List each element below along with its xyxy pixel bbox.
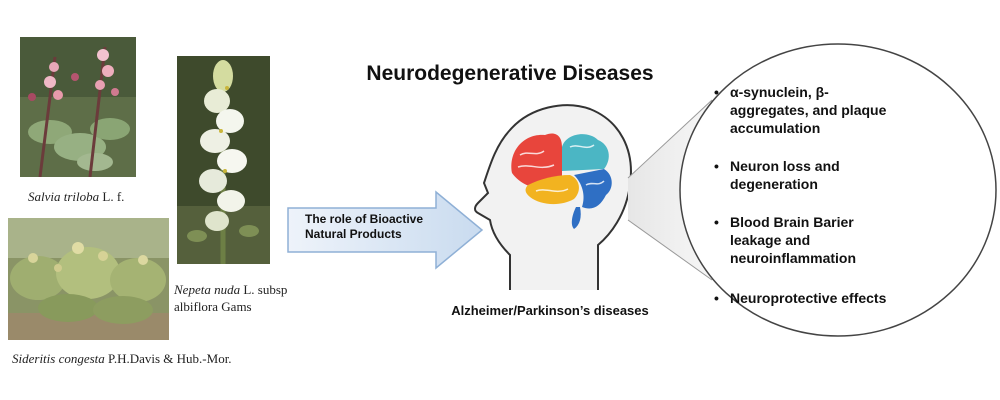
effect-2-line2: degeneration: [730, 176, 818, 192]
effect-1-line1: α-synuclein, β-: [730, 84, 829, 100]
effects-circle: [679, 43, 997, 337]
caption-salvia-species: Salvia triloba: [28, 189, 100, 204]
zoom-callout: [627, 43, 997, 337]
bullet-icon: •: [714, 158, 719, 174]
effect-item-2: • Neuron loss and degeneration: [714, 157, 905, 193]
caption-nepeta-authority-1: L. subsp: [240, 282, 288, 297]
effect-3-line2: leakage and: [730, 232, 811, 248]
arrow-label-line1: The role of Bioactive: [305, 212, 424, 226]
effect-3-line3: neuroinflammation: [730, 250, 857, 266]
effect-4-line1: Neuroprotective effects: [730, 290, 887, 306]
brain-red-lobe: [511, 133, 562, 189]
effect-item-4: • Neuroprotective effects: [714, 289, 930, 307]
bullet-icon: •: [714, 214, 719, 230]
effect-1-line2: aggregates, and plaque: [730, 102, 887, 118]
effect-1-line3: accumulation: [730, 120, 821, 136]
caption-nepeta-authority-2: albiflora Gams: [174, 299, 252, 314]
brain-blue-lobe: [574, 169, 612, 209]
caption-sideritis-authority: P.H.Davis & Hub.-Mor.: [104, 351, 232, 366]
brain-icon: [511, 133, 612, 229]
right-arrow: [287, 190, 484, 270]
effect-3-line1: Blood Brain Barier: [730, 214, 854, 230]
caption-sideritis-congesta: Sideritis congesta P.H.Davis & Hub.-Mor.: [12, 350, 292, 367]
bullet-icon: •: [714, 84, 719, 100]
caption-salvia-triloba: Salvia triloba L. f.: [28, 188, 188, 205]
arrow-label-line2: Natural Products: [305, 227, 402, 241]
head-brain-illustration: [474, 104, 632, 290]
caption-nepeta-species: Nepeta nuda: [174, 282, 241, 297]
effect-2-line1: Neuron loss and: [730, 158, 840, 174]
disease-label: Alzheimer/Parkinson’s diseases: [451, 303, 649, 318]
caption-nepeta-nuda: Nepeta nuda L. subsp albiflora Gams: [174, 281, 304, 315]
caption-salvia-authority: L. f.: [99, 189, 125, 204]
effect-item-1: • α-synuclein, β- aggregates, and plaque…: [714, 83, 905, 137]
brain-yellow-lobe: [525, 175, 579, 205]
salvia-triloba-photo: [20, 37, 136, 177]
bullet-icon: •: [714, 290, 719, 306]
brain-stem: [571, 207, 581, 229]
arrow-label: The role of Bioactive Natural Products: [305, 212, 445, 242]
diagram-title: Neurodegenerative Diseases: [366, 62, 654, 85]
sideritis-congesta-photo: [8, 218, 169, 340]
nepeta-nuda-photo: [177, 56, 270, 264]
brain-teal-lobe: [562, 134, 609, 171]
effect-item-3: • Blood Brain Barier leakage and neuroin…: [714, 213, 905, 267]
caption-sideritis-species: Sideritis congesta: [12, 351, 105, 366]
